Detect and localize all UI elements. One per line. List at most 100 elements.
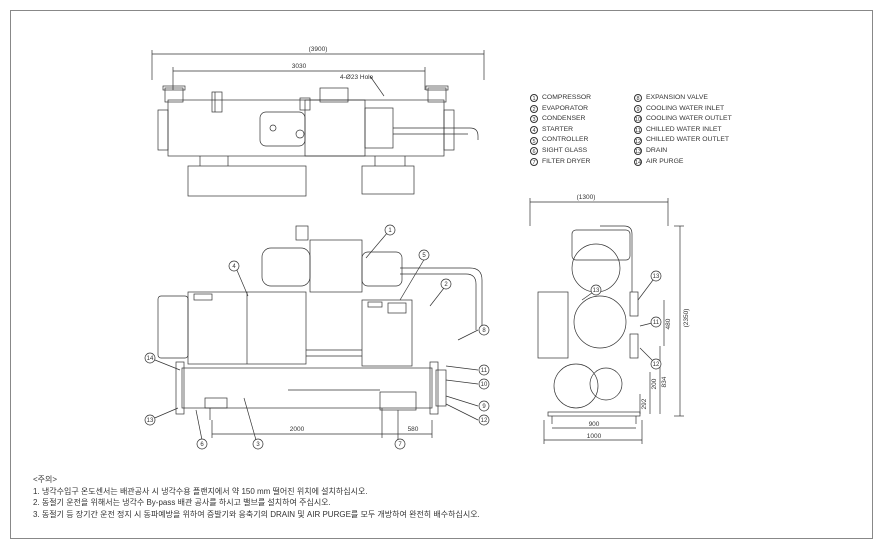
legend-item: 6 SIGHT GLASS <box>530 146 591 157</box>
legend-item: 11 CHILLED WATER INLET <box>634 125 732 136</box>
hole-label: 4-Ø23 Hole <box>340 74 374 81</box>
front-view <box>149 225 483 441</box>
dim-480: 480 <box>665 318 672 329</box>
side-callout-circle <box>650 316 662 328</box>
dim-292: 292 <box>641 398 648 409</box>
legend-item: 9 COOLING WATER INLET <box>634 104 732 115</box>
side-callout-label: 12 <box>653 362 660 368</box>
dim-overall: (3900) <box>309 46 328 53</box>
front-callout-circle <box>144 414 156 426</box>
front-callout-label: 10 <box>481 382 488 388</box>
legend-item: 2 EVAPORATOR <box>530 104 591 115</box>
front-callout-circle <box>144 352 156 364</box>
legend-label: CONDENSER <box>542 115 586 123</box>
legend-left: 1 COMPRESSOR 2 EVAPORATOR 3 CONDENSER 4 STAR… <box>530 93 591 167</box>
notes-block: <주의> 1. 냉각수입구 온도센서는 배관공사 시 냉각수용 플랜지에서 약 … <box>33 474 480 520</box>
legend-label: DRAIN <box>646 146 668 154</box>
legend-number: 3 <box>530 115 538 124</box>
drawing-frame <box>10 10 873 539</box>
legend-label: FILTER DRYER <box>542 157 591 165</box>
legend-item: 8 EXPANSION VALVE <box>634 93 732 104</box>
legend-number: 7 <box>530 157 538 166</box>
legend-number: 9 <box>634 104 642 113</box>
dim-side-width: (1300) <box>577 194 596 201</box>
side-callout-circle <box>650 358 662 370</box>
front-callout-label: 4 <box>232 264 236 270</box>
front-callout-label: 2 <box>444 282 448 288</box>
legend-number: 11 <box>634 126 642 135</box>
legend-item: 1 COMPRESSOR <box>530 93 591 104</box>
legend-item: 5 CONTROLLER <box>530 135 591 146</box>
legend-number: 5 <box>530 136 538 145</box>
legend-number: 12 <box>634 136 642 145</box>
note-item: 3. 동절기 등 장기간 운전 정지 시 동파예방을 위하여 증발기와 응축기의… <box>33 509 480 519</box>
front-callout-label: 1 <box>388 228 392 234</box>
front-callout-circle <box>478 414 490 426</box>
dim-900: 900 <box>589 421 600 428</box>
note-item: 2. 동절기 운전을 위해서는 냉각수 By-pass 배관 공사를 하시고 밸… <box>33 498 331 507</box>
legend-label: STARTER <box>542 125 574 133</box>
legend-number: 6 <box>530 147 538 156</box>
legend-label: EVAPORATOR <box>542 104 589 112</box>
dim-580: 580 <box>408 426 419 433</box>
front-callout-label: 3 <box>256 442 260 448</box>
front-callout-circle <box>228 260 240 272</box>
front-callout-label: 6 <box>200 442 204 448</box>
legend-label: CHILLED WATER INLET <box>646 125 722 133</box>
front-callout-label: 9 <box>482 404 486 410</box>
legend-number: 8 <box>634 94 642 103</box>
dim-2350: (2350) <box>683 309 690 328</box>
front-callout-circle <box>478 378 490 390</box>
legend-item: 7 FILTER DRYER <box>530 157 591 168</box>
side-callout-label: 11 <box>653 320 660 326</box>
note-item: 1. 냉각수입구 온도센서는 배관공사 시 냉각수용 플랜지에서 약 150 m… <box>33 486 368 496</box>
front-callout-circle <box>196 438 208 450</box>
front-callout-label: 5 <box>422 253 426 259</box>
legend-number: 10 <box>634 115 642 124</box>
front-callout-circle <box>384 224 396 236</box>
side-callout-circle <box>590 284 602 296</box>
front-callout-circle <box>252 438 264 450</box>
side-view <box>529 198 684 444</box>
front-callout-circle <box>478 400 490 412</box>
front-callout-label: 14 <box>147 356 154 362</box>
front-callout-label: 8 <box>482 328 486 334</box>
top-view <box>151 50 485 197</box>
legend-label: COOLING WATER INLET <box>646 104 725 112</box>
front-callout-circle <box>418 249 430 261</box>
front-callout-circle <box>478 324 490 336</box>
notes-title: <주의> <box>33 475 58 484</box>
legend-number: 4 <box>530 126 538 135</box>
legend-item: 10 COOLING WATER OUTLET <box>634 114 732 125</box>
front-callout-circle <box>440 278 452 290</box>
dim-1000: 1000 <box>587 433 602 440</box>
legend-label: COMPRESSOR <box>542 94 592 101</box>
legend-label: SIGHT GLASS <box>542 146 588 154</box>
legend-number: 13 <box>634 147 642 156</box>
legend-label: CONTROLLER <box>542 136 589 144</box>
legend-right: 8 EXPANSION VALVE 9 COOLING WATER INLET 10… <box>634 93 732 167</box>
legend-label: AIR PURGE <box>646 157 684 165</box>
dim-200: 200 <box>651 378 658 389</box>
side-callout-circle <box>650 270 662 282</box>
front-callout-circle <box>394 438 406 450</box>
legend-label: EXPANSION VALVE <box>646 94 708 101</box>
front-callout-label: 11 <box>481 368 488 374</box>
front-callout-label: 13 <box>147 418 154 424</box>
front-callout-label: 7 <box>398 442 402 448</box>
legend-number: 1 <box>530 94 538 103</box>
legend-number: 2 <box>530 104 538 113</box>
side-callout-label: 13 <box>593 288 600 294</box>
legend-item: 13 DRAIN <box>634 146 732 157</box>
legend-item: 14 AIR PURGE <box>634 157 732 168</box>
dim-2000: 2000 <box>290 426 305 433</box>
dim-3030: 3030 <box>292 63 307 70</box>
legend-item: 4 STARTER <box>530 125 591 136</box>
front-callout-circle <box>478 364 490 376</box>
side-callout-label: 13 <box>653 274 660 280</box>
legend-label: COOLING WATER OUTLET <box>646 115 732 123</box>
legend-number: 14 <box>634 157 642 166</box>
